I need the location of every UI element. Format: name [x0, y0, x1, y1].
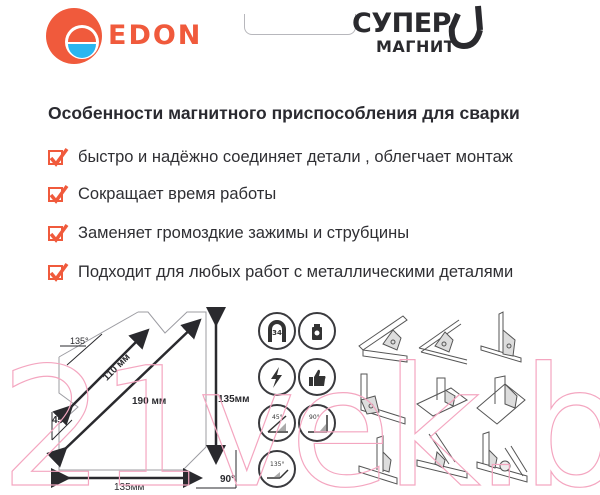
- usecase-45-tube: [358, 315, 408, 363]
- angle-90-label: 90°: [220, 474, 236, 485]
- thumbs-up-icon: [298, 358, 336, 396]
- usecase-45-pipe: [418, 319, 468, 365]
- usecase-angled-joint: [416, 431, 468, 479]
- feature-text: Сокращает время работы: [78, 184, 277, 203]
- checkbox-checked-icon: [48, 147, 69, 167]
- angle-45-icon: 45°: [258, 404, 296, 442]
- usecase-90-plate: [480, 311, 522, 363]
- length-190-label: 190 мм: [132, 396, 167, 407]
- angle-90-icon: 90°: [298, 404, 336, 442]
- hang-tab-outline: [244, 14, 356, 35]
- checkbox-checked-icon: [48, 223, 69, 243]
- holding-force-icon: 34: [258, 312, 296, 350]
- edon-brand-text: EDON: [108, 20, 203, 51]
- usage-illustrations: [355, 300, 535, 490]
- feature-item: Заменяет громоздкие зажимы и струбцины: [48, 220, 409, 246]
- usecase-corner-tube: [360, 373, 406, 425]
- super-text: СУПЕР: [352, 8, 451, 39]
- super-magnit-logo: СУПЕР МАГНИТ: [352, 4, 592, 60]
- width-135-label: 135мм: [114, 482, 145, 493]
- magnit-text: МАГНИТ: [376, 37, 456, 56]
- usecase-tube-on-plate: [416, 377, 468, 417]
- angle-135-label: 135°: [70, 336, 89, 346]
- feature-text: Заменяет громоздкие зажимы и струбцины: [78, 223, 410, 242]
- svg-text:135°: 135°: [270, 461, 284, 468]
- feature-item: Подходит для любых работ с металлическим…: [48, 259, 513, 285]
- horseshoe-magnet-icon: [448, 5, 483, 50]
- weight-icon: [298, 312, 336, 350]
- angle-45-label: 45°: [52, 415, 68, 426]
- usecase-t-joint: [358, 435, 398, 485]
- usecase-double-joint: [476, 431, 528, 483]
- checkbox-checked-icon: [48, 184, 69, 204]
- feature-text: Подходит для любых работ с металлическим…: [78, 262, 514, 281]
- feature-item: Сокращает время работы: [48, 181, 276, 207]
- angle-135-icon: 135°: [258, 450, 296, 488]
- svg-text:90°: 90°: [309, 414, 320, 421]
- feature-icons: 34 45° 90°: [258, 308, 358, 493]
- feature-text: быстро и надёжно соединяет детали , обле…: [78, 147, 513, 166]
- height-135-label: 135мм: [218, 394, 250, 405]
- svg-text:34: 34: [272, 329, 282, 337]
- page-title: Особенности магнитного приспособления дл…: [48, 103, 520, 123]
- lightning-icon: [258, 358, 296, 396]
- svg-text:45°: 45°: [272, 414, 283, 421]
- edon-logo: EDON: [42, 6, 202, 66]
- dimension-diagram: 135° 110 мм 190 мм 135мм 45° 135мм 90°: [40, 300, 260, 493]
- feature-item: быстро и надёжно соединяет детали , обле…: [48, 144, 513, 170]
- checkbox-checked-icon: [48, 262, 69, 282]
- edon-emblem-icon: [46, 8, 102, 64]
- usecase-square-on-plate: [476, 375, 526, 425]
